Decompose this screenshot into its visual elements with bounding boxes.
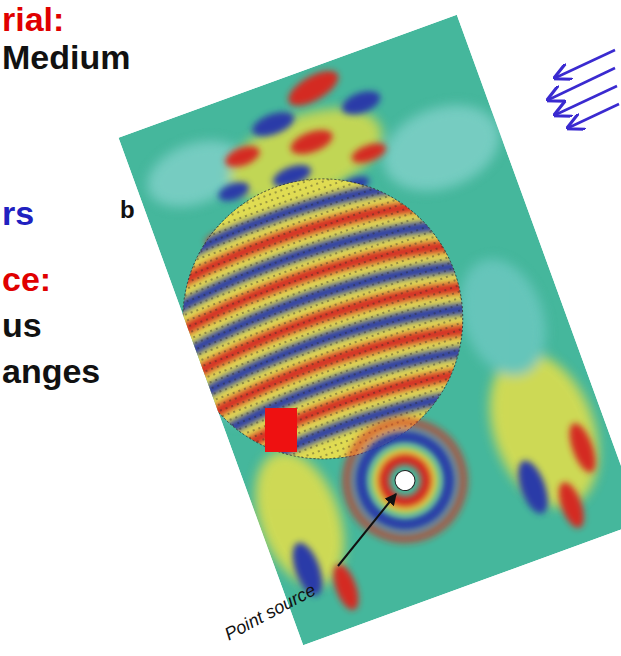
- heading-fragment: Medium: [2, 40, 130, 74]
- field-map: [100, 15, 621, 652]
- red-marker: [265, 408, 297, 452]
- panel-letter: b: [120, 198, 135, 222]
- heading-fragment: ce:: [2, 262, 51, 296]
- incident-arrows: [548, 50, 619, 128]
- text-fragment: us: [2, 308, 42, 342]
- text-fragment: rs: [2, 196, 34, 230]
- heading-fragment: rial:: [2, 2, 64, 36]
- leader-arrow: [338, 494, 396, 566]
- text-fragment: anges: [2, 354, 100, 388]
